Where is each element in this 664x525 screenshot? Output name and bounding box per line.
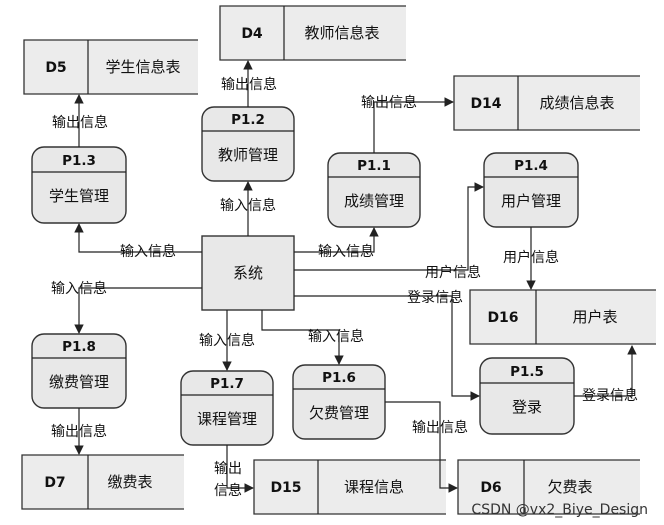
process-p15: P1.5 登录 — [479, 357, 575, 435]
label-output-d15-line2: 信息 — [214, 482, 242, 499]
store-d4: D4 教师信息表 — [219, 5, 406, 61]
process-p13-id: P1.3 — [62, 153, 96, 169]
store-d14: D14 成绩信息表 — [453, 75, 640, 131]
label-user-info-sys: 用户信息 — [425, 264, 481, 281]
label-input-p17: 输入信息 — [199, 332, 255, 349]
flow-sys-p13 — [74, 223, 202, 253]
label-output-d4: 输出信息 — [221, 76, 277, 93]
store-d16: D16 用户表 — [469, 289, 656, 345]
store-d15: D15 课程信息 — [253, 459, 446, 515]
flow-p15-d16 — [574, 345, 637, 397]
label-login-info-p15: 登录信息 — [582, 387, 638, 404]
flow-p11-d14 — [373, 97, 454, 153]
process-p12-name: 教师管理 — [218, 146, 278, 164]
flow-sys-p18 — [74, 287, 202, 334]
store-d16-name: 用户表 — [572, 308, 617, 326]
label-input-p11: 输入信息 — [318, 243, 374, 260]
store-d14-name: 成绩信息表 — [539, 94, 614, 112]
label-output-d6: 输出信息 — [412, 419, 468, 436]
store-d4-id: D4 — [241, 26, 263, 42]
label-user-info-p14: 用户信息 — [503, 249, 559, 266]
process-p18-id: P1.8 — [62, 339, 96, 355]
process-p15-name: 登录 — [512, 398, 542, 416]
process-p12: P1.2 教师管理 — [201, 106, 295, 182]
store-d6: D6 欠费表 — [457, 459, 640, 515]
process-p18-name: 缴费管理 — [49, 373, 109, 391]
label-input-p12: 输入信息 — [220, 197, 276, 214]
process-p12-id: P1.2 — [231, 112, 265, 128]
system-label: 系统 — [233, 264, 263, 282]
store-d14-id: D14 — [470, 96, 501, 112]
flow-p16-d6 — [385, 401, 458, 493]
system-center-box: 系统 — [201, 235, 295, 311]
label-input-p13: 输入信息 — [120, 243, 176, 260]
label-output-d15-line1: 输出 — [214, 461, 242, 477]
process-p16-id: P1.6 — [322, 370, 356, 386]
process-p13-name: 学生管理 — [49, 187, 109, 205]
flow-p17-d15 — [226, 445, 254, 493]
label-output-d14: 输出信息 — [361, 94, 417, 111]
flow-sys-p14 — [294, 182, 484, 271]
flow-sys-p16 — [261, 310, 344, 365]
store-d16-id: D16 — [487, 310, 518, 326]
label-login-info-sys: 登录信息 — [407, 289, 463, 306]
process-p11-name: 成绩管理 — [344, 192, 404, 210]
store-d6-name: 欠费表 — [547, 478, 592, 496]
store-d6-id: D6 — [480, 480, 501, 496]
store-d5: D5 学生信息表 — [23, 39, 198, 95]
process-p14-id: P1.4 — [514, 158, 548, 174]
process-p14: P1.4 用户管理 — [483, 152, 579, 228]
watermark: CSDN @vx2_Biye_Design — [471, 502, 648, 518]
process-p16: P1.6 欠费管理 — [292, 364, 386, 440]
process-p13: P1.3 学生管理 — [31, 146, 127, 224]
process-p17: P1.7 课程管理 — [180, 370, 274, 446]
store-d7-id: D7 — [44, 475, 65, 491]
store-d7: D7 缴费表 — [21, 454, 184, 510]
flow-sys-p15 — [294, 295, 480, 401]
process-p17-name: 课程管理 — [197, 410, 257, 428]
process-p11: P1.1 成绩管理 — [327, 152, 421, 228]
store-d5-id: D5 — [45, 60, 66, 76]
store-d5-name: 学生信息表 — [105, 58, 180, 76]
store-d7-name: 缴费表 — [107, 473, 152, 491]
flow-sys-p11 — [294, 227, 379, 253]
label-output-d5: 输出信息 — [52, 114, 108, 131]
process-p16-name: 欠费管理 — [309, 404, 369, 422]
label-input-p16: 输入信息 — [308, 328, 364, 345]
process-p11-id: P1.1 — [357, 158, 391, 174]
label-output-d7: 输出信息 — [51, 423, 107, 440]
label-input-p18: 输入信息 — [51, 280, 107, 297]
process-p14-name: 用户管理 — [501, 192, 561, 210]
process-p18: P1.8 缴费管理 — [31, 333, 127, 409]
process-p15-id: P1.5 — [510, 364, 544, 380]
process-p17-id: P1.7 — [210, 376, 244, 392]
store-d15-name: 课程信息 — [344, 478, 404, 496]
store-d4-name: 教师信息表 — [304, 24, 379, 42]
store-d15-id: D15 — [270, 480, 301, 496]
